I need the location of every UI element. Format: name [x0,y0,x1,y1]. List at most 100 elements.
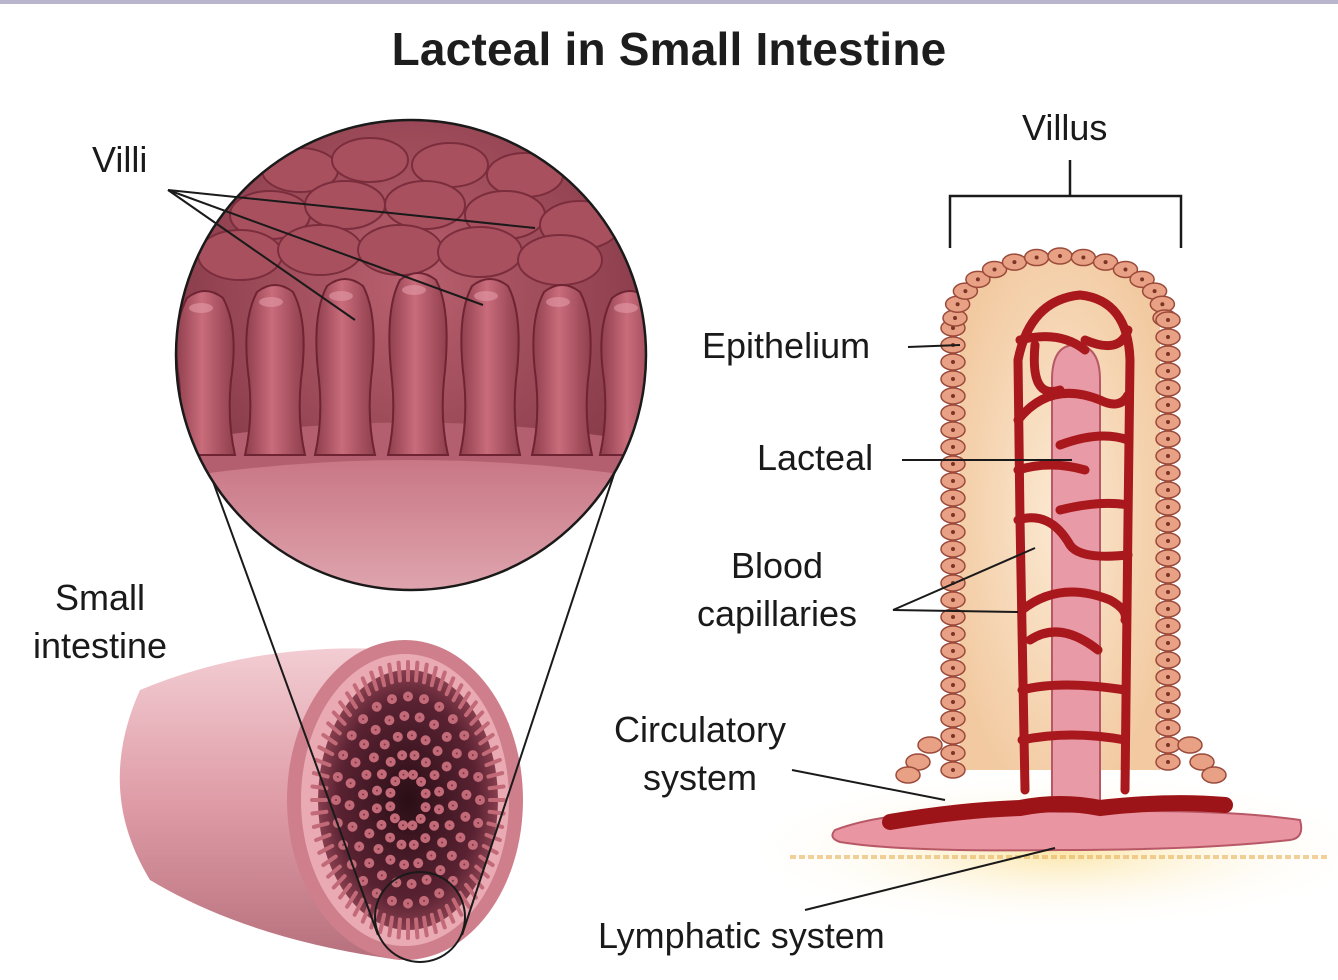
blood-capillary-network [1013,290,1135,795]
tube-villus [326,864,342,879]
villus-highlight [614,303,638,313]
tube-villus [317,745,335,757]
tube-villus-tip [420,788,431,799]
tube-villus [387,662,395,685]
villi-leader-lines [167,189,536,321]
small-intestine-label-line2: intestine [32,625,168,666]
tube-villus-tip [441,731,452,742]
tube-villus-tip [403,691,413,702]
tube-villus-tip [475,795,485,805]
tube-villus-tip [371,785,382,796]
tube-villus-tip [429,719,440,730]
tube-villus-tip [392,731,403,742]
tube-villus-tip [385,756,396,767]
tube-villus [486,821,505,829]
tube-villus-tip [432,745,443,756]
tube-villus [338,882,353,900]
cell-nucleus [975,277,980,282]
tube-villus-tip [385,801,396,812]
tube-villus [360,676,372,697]
tube-villus-tip [421,874,432,885]
cell-nucleus [951,717,955,721]
tube-villus-tip [399,710,410,721]
cell-nucleus [1166,760,1170,764]
epithelial-cell [1177,736,1203,754]
tube-villus-tip [390,776,401,787]
tube-villus-tip [385,854,396,865]
tube-villus-tip [371,701,382,712]
tube-villus [484,757,502,768]
cell-nucleus [951,768,955,772]
tube-villus [414,660,420,683]
tube-villus [437,670,447,692]
cell-nucleus [1166,675,1170,679]
tube-villus-tip [359,809,370,820]
cell-nucleus [992,267,997,272]
cell-nucleus [1166,556,1170,560]
tube-villus-tip [441,761,452,772]
tube-villus-tip [461,789,472,800]
cell-nucleus [1166,488,1170,492]
epithelial-cell [1189,753,1215,771]
tube-villus-tip [455,832,466,843]
tube-villus [429,665,438,688]
tube-villus-tip [399,859,410,870]
tube-villus-tip [364,858,375,869]
zoom-line-right [461,461,619,936]
circulatory-system-label: Circulatory system [590,706,810,802]
magnified-villus [598,290,646,456]
tube-villus-tip [408,839,419,850]
cell-nucleus [951,615,955,619]
tube-villus-tip [434,888,445,899]
cell-nucleus [1166,471,1170,475]
cell-nucleus [1166,454,1170,458]
tube-villus-tip [419,694,430,705]
cell-nucleus [951,377,955,381]
tube-villus-tip [416,776,427,787]
cell-nucleus [951,462,955,466]
lacteal-vessel [1051,343,1101,821]
villus-bracket [948,160,1183,248]
tube-villus [311,821,330,829]
cell-nucleus [1166,641,1170,645]
lymphatic-system-label: Lymphatic system [598,915,885,956]
tube-villus [387,915,395,938]
tube-villus [345,890,358,909]
cell-nucleus [951,547,955,551]
magnified-villus [458,278,522,456]
tube-villus-tip [398,769,409,780]
villus-highlight [474,291,498,301]
epithelial-cell [895,766,921,784]
cell-nucleus [951,445,955,449]
cell-nucleus [951,479,955,483]
tube-villus-tip [347,821,358,832]
tube-villus-tip [361,769,372,780]
tube-villus-tip [379,739,390,750]
tube-villus-tip [437,837,448,848]
tube-villus-tip [407,769,418,780]
tube-villus-tip [446,850,457,861]
tube-villus-tip [368,752,379,763]
epithelial-cell [917,736,943,754]
tube-villus [451,683,464,703]
tube-villus-tip [344,800,355,811]
tube-villus [486,771,505,779]
tube-villus-tip [332,771,343,782]
cell-nucleus [1166,505,1170,509]
tube-villus [338,700,353,718]
tube-villus [458,890,471,909]
tube-villus [429,912,438,935]
tube-villus-tip [444,820,455,831]
cell-nucleus [1166,726,1170,730]
tube-villus [437,908,447,930]
cell-nucleus [1166,743,1170,747]
cell-nucleus [1166,539,1170,543]
cell-nucleus [1140,277,1145,282]
tube-villus [369,670,379,692]
cell-nucleus [1152,289,1157,294]
tube-villus-tip [350,757,361,768]
tube-villus-tip [447,800,458,811]
cell-nucleus [951,530,955,534]
tube-villus [321,854,338,868]
